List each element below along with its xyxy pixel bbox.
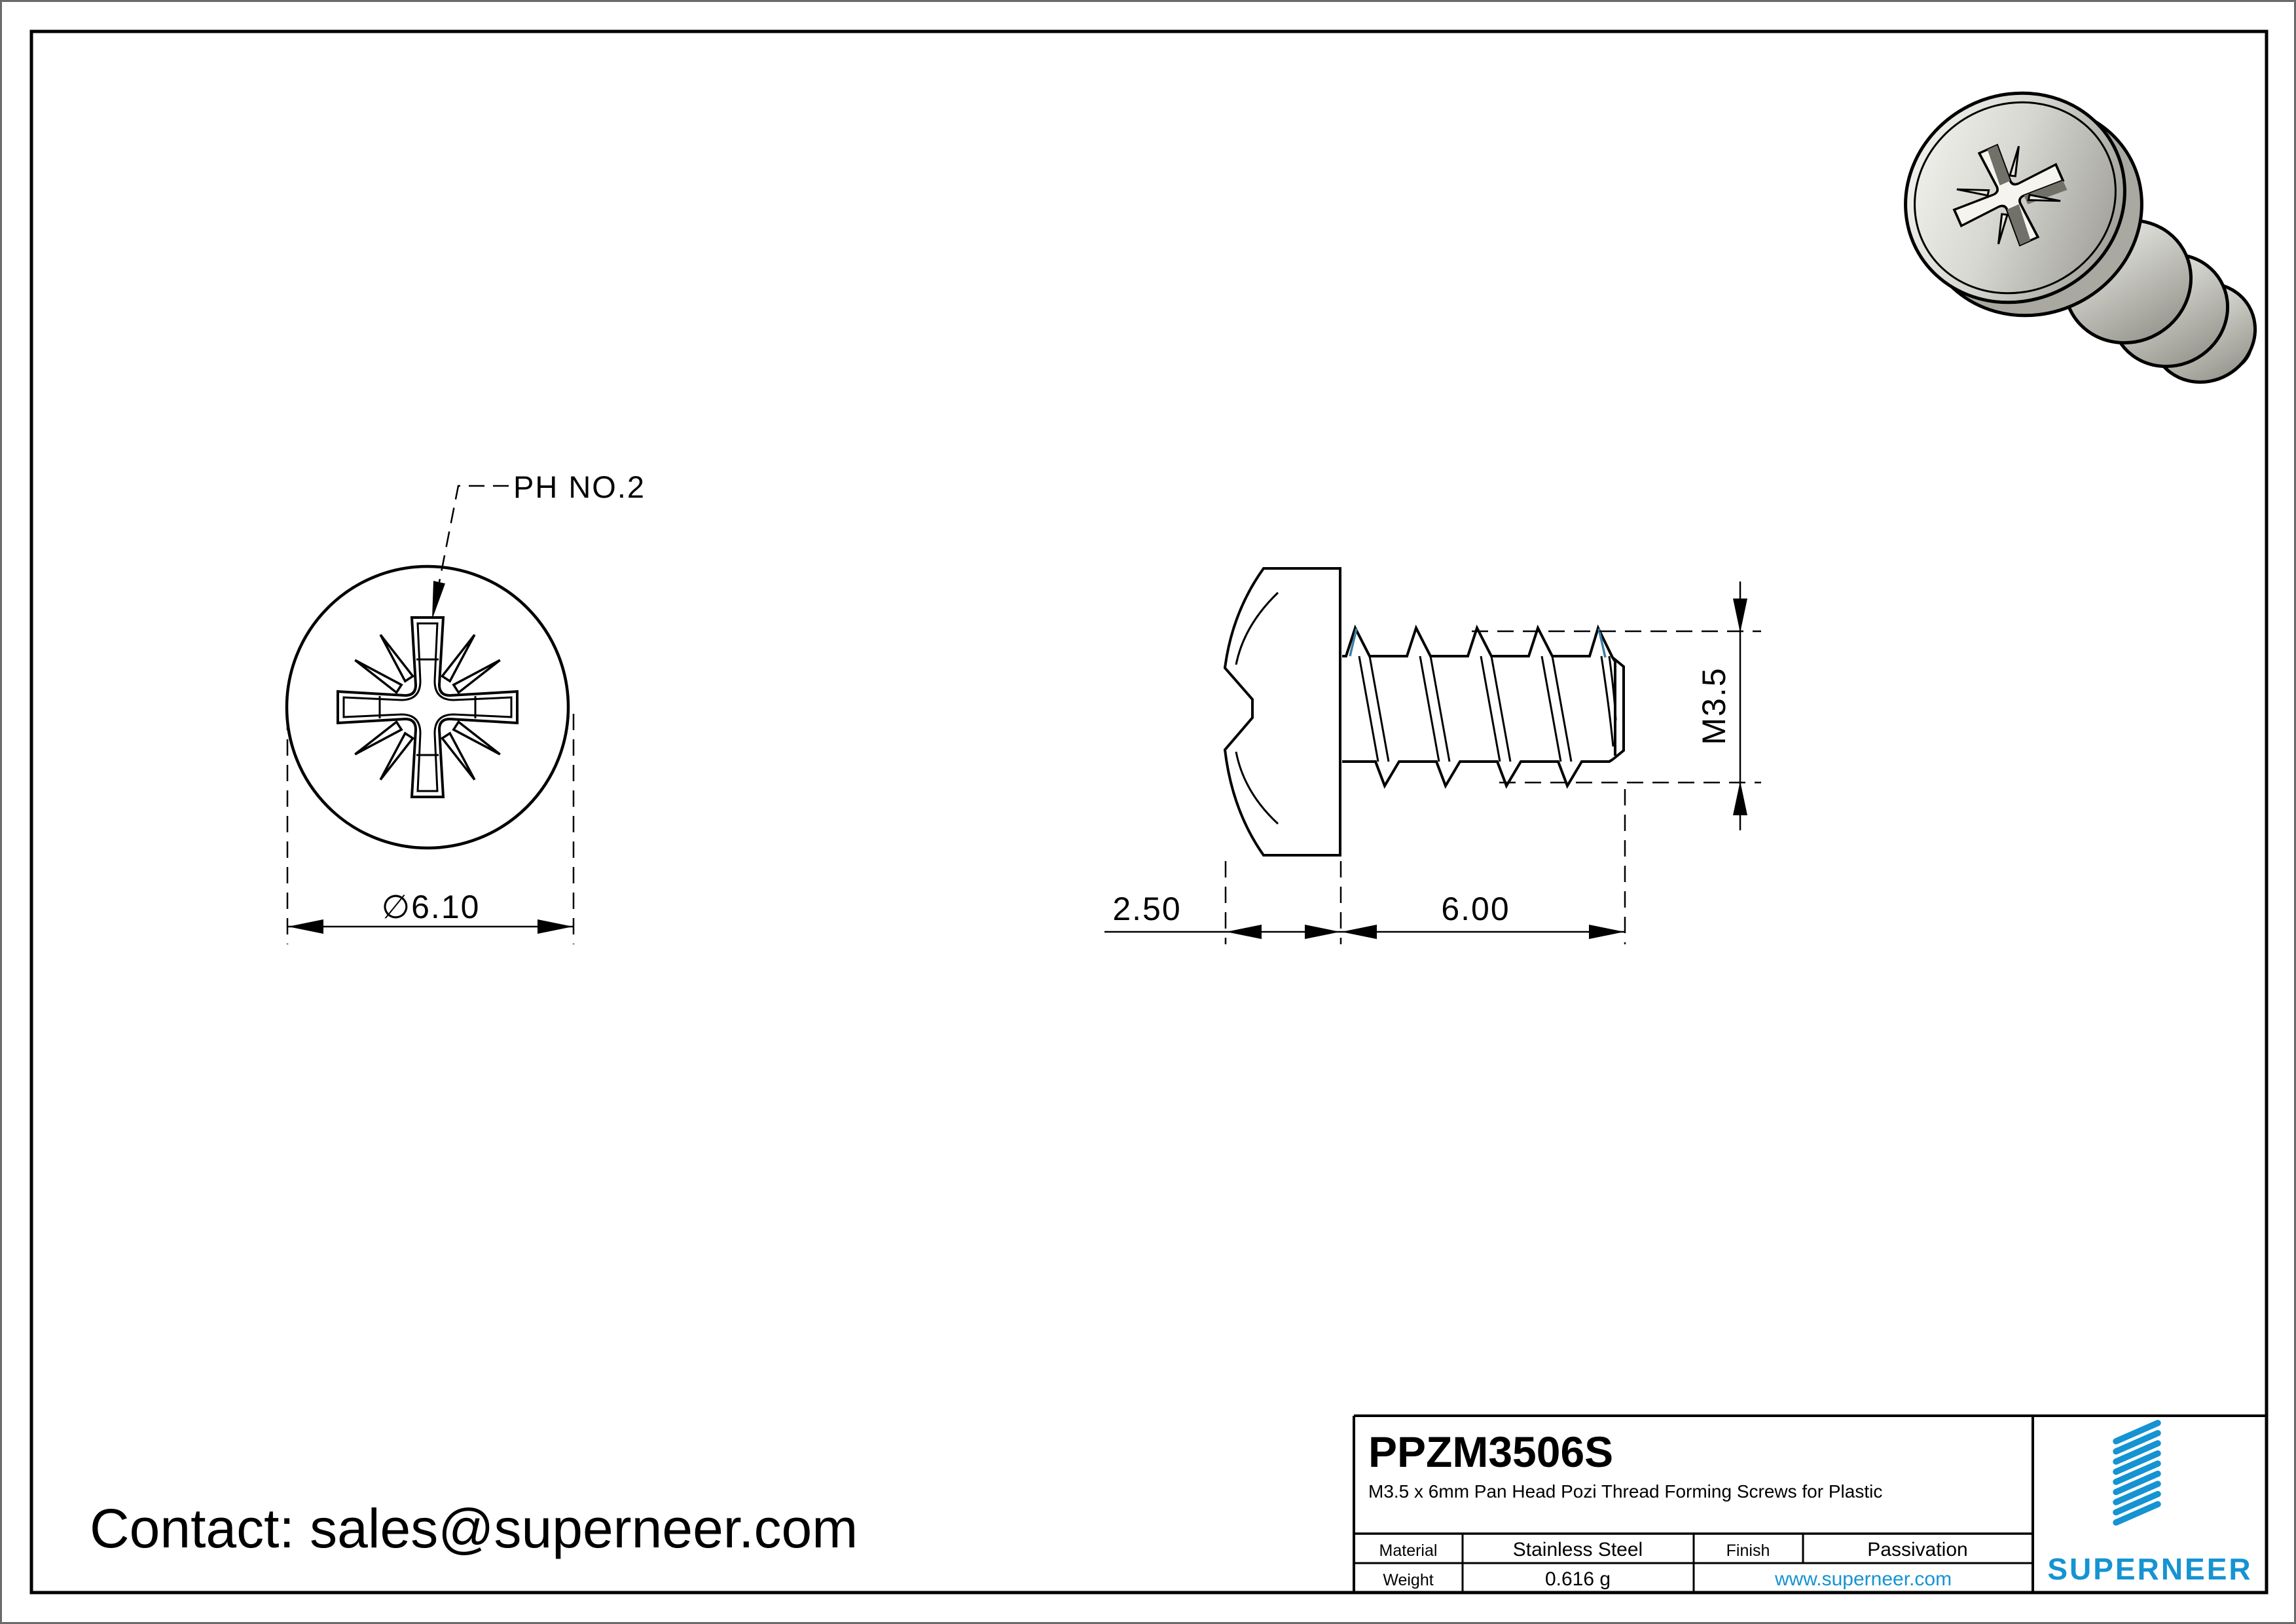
part-number: PPZM3506S [1368, 1428, 1613, 1476]
front-view: PH NO.2 ∅6.10 [285, 470, 646, 944]
thread-diameter-dim: M3.5 [1472, 581, 1761, 830]
material-label: Material [1379, 1541, 1438, 1560]
website-link[interactable]: www.superneer.com [1774, 1568, 1952, 1590]
length-dims: 2.50 6.00 [1104, 789, 1626, 944]
head-diameter-text: ∅6.10 [382, 889, 481, 925]
pozi-recess-icon [337, 616, 519, 798]
head-diameter-dim: ∅6.10 [286, 714, 575, 944]
thread-profile [1342, 624, 1625, 789]
brand-name: SUPERNEER [2047, 1552, 2252, 1586]
recess-profile-arcs [1235, 591, 1279, 825]
material-value: Stainless Steel [1513, 1539, 1643, 1560]
finish-label: Finish [1726, 1541, 1770, 1560]
title-block: PPZM3506S M3.5 x 6mm Pan Head Pozi Threa… [1353, 1414, 2267, 1593]
helix-accent-strokes [1349, 628, 1607, 658]
part-description: M3.5 x 6mm Pan Head Pozi Thread Forming … [1368, 1481, 1882, 1502]
leader-line [432, 485, 509, 619]
screw-head-profile [1223, 567, 1341, 857]
thread-length-text: 6.00 [1441, 891, 1510, 927]
drive-label: PH NO.2 [513, 470, 646, 504]
sheet-border [29, 29, 2269, 1595]
contact-text[interactable]: Contact: sales@superneer.com [90, 1498, 858, 1559]
finish-value: Passivation [1867, 1539, 1967, 1560]
thread-size-text: M3.5 [1696, 667, 1732, 745]
weight-label: Weight [1383, 1571, 1433, 1589]
brand-logo-icon [2113, 1420, 2161, 1526]
side-view: M3.5 2.50 6.00 [1104, 567, 1761, 944]
head-height-text: 2.50 [1112, 891, 1181, 927]
leader-arrow [432, 581, 445, 619]
render-3d-screw [1904, 91, 2257, 384]
weight-value: 0.616 g [1545, 1568, 1611, 1590]
